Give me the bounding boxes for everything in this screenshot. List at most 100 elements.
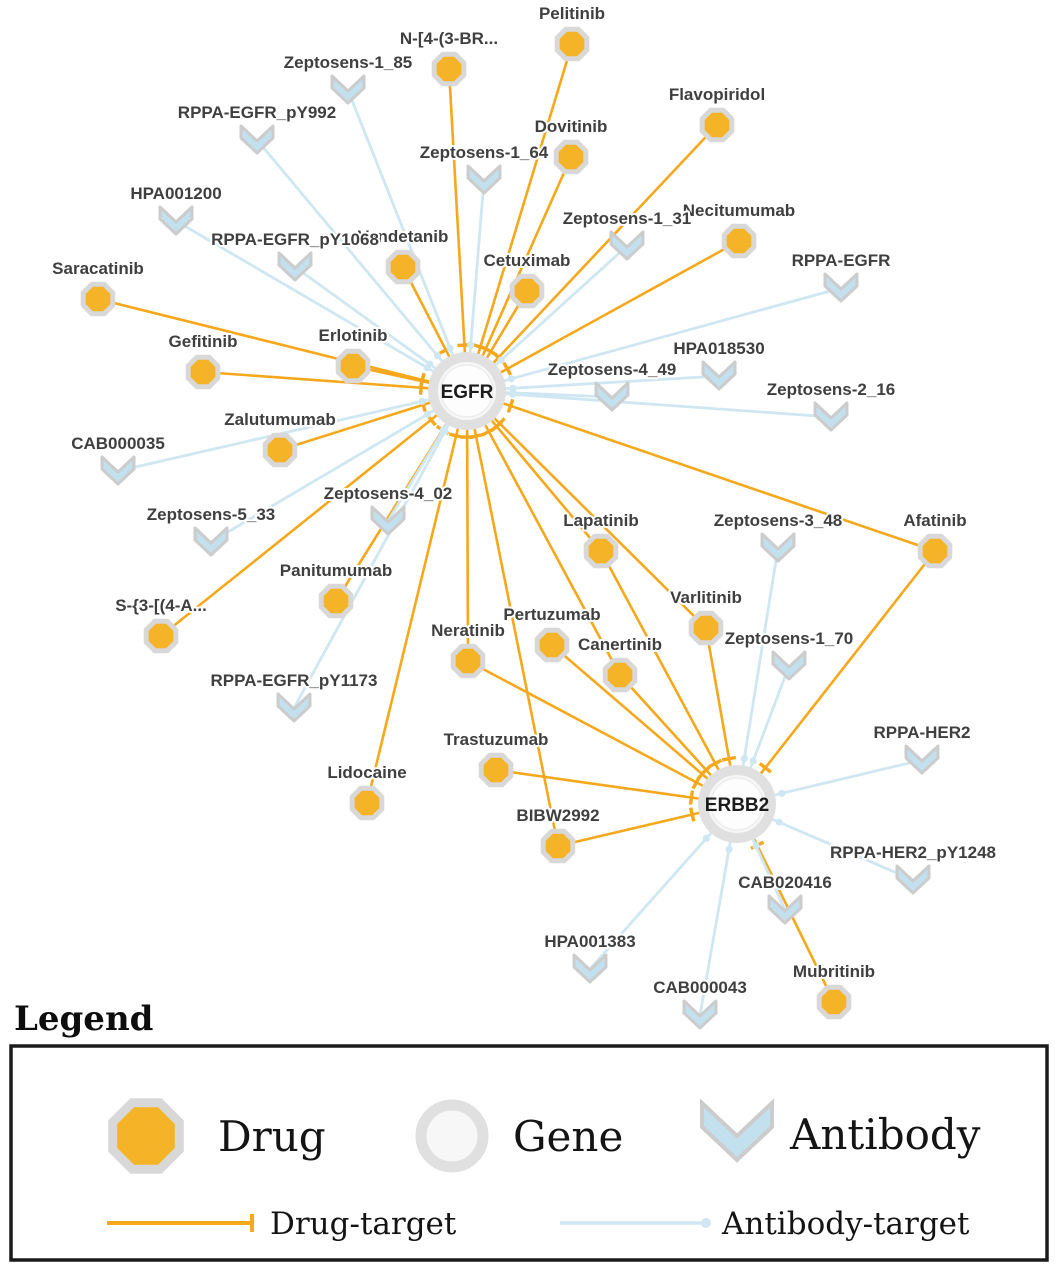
drug-node-varlitinib[interactable]: [688, 610, 724, 646]
antibody-node-rppa-egfr-py1173[interactable]: [276, 692, 312, 723]
drug-node-vandetanib[interactable]: [385, 249, 421, 285]
antibody-node-rppa-egfr-py1068[interactable]: [277, 251, 313, 282]
drug-node-zalutumumab[interactable]: [262, 432, 298, 468]
antibody-node-cab020416[interactable]: [767, 894, 803, 925]
edge-drug-target: [599, 550, 739, 805]
gene-label-egfr: EGFR: [441, 382, 494, 403]
drug-label-necitumumab: Necitumumab: [683, 201, 795, 220]
drug-node-cetuximab[interactable]: [509, 273, 545, 309]
antibody-node-rppa-her2[interactable]: [904, 744, 940, 775]
antibody-target-dot-marker: [441, 427, 449, 435]
drug-node-n-4-3-br[interactable]: [431, 51, 467, 87]
antibody-node-rppa-egfr-py992[interactable]: [239, 124, 275, 155]
edge-drug-target: [551, 644, 738, 805]
drug-node-necitumumab[interactable]: [721, 223, 757, 259]
antibody-target-dot-marker: [446, 344, 454, 352]
drug-node-panitumumab[interactable]: [318, 583, 354, 619]
drug-node-lidocaine[interactable]: [349, 785, 385, 821]
drug-target-tee-marker: [721, 755, 737, 762]
antibody-label-rppa-egfr-py1068: RPPA-EGFR_pY1068: [211, 230, 379, 249]
drug-label-pertuzumab: Pertuzumab: [503, 605, 600, 624]
edge-drug-target: [466, 124, 718, 392]
antibody-node-rppa-her2-py1248[interactable]: [895, 864, 931, 895]
gene-legend-icon: [415, 1099, 489, 1173]
antibody-node-zeptosens-3-48[interactable]: [760, 532, 796, 563]
drug-label-varlitinib: Varlitinib: [670, 588, 742, 607]
drug-node-mubritinib[interactable]: [816, 984, 852, 1020]
edge-antibody-target: [346, 89, 469, 392]
node-labels-layer: EGFRERBB2PelitinibN-[4-(3-BR...Flavopiri…: [50, 2, 998, 999]
antibody-node-zeptosens-1-31[interactable]: [609, 230, 645, 261]
nodes-layer: [80, 26, 953, 1030]
antibody-label-zeptosens-2-16: Zeptosens-2_16: [767, 380, 896, 399]
drug-label-dovitinib: Dovitinib: [535, 117, 608, 136]
drug-node-pelitinib[interactable]: [554, 26, 590, 62]
drug-label-neratinib: Neratinib: [431, 621, 505, 640]
drug-label-vandetanib: Vandetanib: [358, 227, 449, 246]
drug-node-trastuzumab[interactable]: [478, 752, 514, 788]
edge-drug-target: [466, 389, 936, 553]
edge-antibody-target: [466, 286, 842, 393]
drug-node-pertuzumab[interactable]: [534, 627, 570, 663]
antibody-target-dot-marker: [418, 397, 426, 405]
drug-node-erlotinib[interactable]: [335, 348, 371, 384]
drug-node-dovitinib[interactable]: [553, 139, 589, 175]
antibody-label-zeptosens-1-70: Zeptosens-1_70: [725, 629, 854, 648]
antibody-target-dot-marker: [778, 789, 786, 798]
edge-drug-target: [495, 768, 738, 806]
antibody-node-zeptosens-4-02[interactable]: [370, 505, 406, 536]
antibody-legend-icon: [700, 1098, 774, 1163]
drug-target-tee-marker: [483, 346, 498, 357]
drug-node-lapatinib[interactable]: [583, 533, 619, 569]
antibody-node-zeptosens-2-16[interactable]: [813, 401, 849, 432]
antibody-target-dot-marker: [752, 842, 760, 850]
edge-drug-target: [202, 370, 468, 393]
drug-node-gefitinib[interactable]: [185, 354, 221, 390]
drug-node-flavopiridol[interactable]: [699, 107, 735, 143]
antibody-label-zeptosens-5-33: Zeptosens-5_33: [147, 505, 276, 524]
antibody-target-dot: [701, 1218, 711, 1228]
antibody-target-dot-marker: [749, 757, 757, 765]
antibody-target-label: Antibody-target: [721, 1206, 970, 1242]
antibody-label-rppa-her2: RPPA-HER2: [874, 723, 971, 742]
antibody-node-hpa018530[interactable]: [701, 360, 737, 391]
drug-label-pelitinib: Pelitinib: [539, 4, 605, 23]
edge-drug-target: [466, 390, 707, 629]
antibody-target-dot-marker: [507, 375, 515, 383]
antibody-node-cab000043[interactable]: [682, 999, 718, 1030]
edge-drug-target: [160, 389, 468, 638]
drug-node-s-3-4-a[interactable]: [143, 618, 179, 654]
antibody-node-cab000035[interactable]: [100, 455, 136, 486]
drug-node-bibw2992[interactable]: [540, 828, 576, 864]
drug-label-canertinib: Canertinib: [578, 635, 662, 654]
drug-label-gefitinib: Gefitinib: [169, 332, 238, 351]
antibody-target-dot-marker: [509, 390, 517, 398]
edge-drug-target: [735, 550, 937, 805]
drug-node-saracatinib[interactable]: [80, 281, 116, 317]
drug-label-panitumumab: Panitumumab: [280, 561, 392, 580]
antibody-node-hpa001200[interactable]: [158, 205, 194, 236]
drug-label-n-4-3-br: N-[4-(3-BR...: [400, 29, 498, 48]
antibody-node-zeptosens-4-49[interactable]: [594, 381, 630, 412]
drug-node-afatinib[interactable]: [917, 533, 953, 569]
edge-drug-target: [465, 43, 574, 392]
gene-node-inner-erbb2: [710, 777, 764, 831]
drug-label-flavopiridol: Flavopiridol: [669, 85, 765, 104]
drug-label-s-3-4-a: S-{3-[(4-A...: [115, 596, 207, 615]
edge-antibody-target: [255, 139, 469, 392]
antibody-node-zeptosens-1-70[interactable]: [771, 650, 807, 681]
antibody-node-zeptosens-1-85[interactable]: [330, 74, 366, 105]
antibody-label-zeptosens-1-31: Zeptosens-1_31: [563, 209, 692, 228]
drug-label-mubritinib: Mubritinib: [793, 962, 875, 981]
drug-node-neratinib[interactable]: [450, 643, 486, 679]
antibody-node-hpa001383[interactable]: [572, 953, 608, 984]
antibody-node-zeptosens-1-64[interactable]: [466, 164, 502, 195]
edge-drug-target: [465, 156, 573, 392]
antibody-label-cab020416: CAB020416: [738, 873, 832, 892]
antibody-label-cab000035: CAB000035: [71, 434, 165, 453]
antibody-node-zeptosens-5-33[interactable]: [193, 526, 229, 557]
drug-node-canertinib[interactable]: [602, 657, 638, 693]
antibody-node-rppa-egfr[interactable]: [823, 272, 859, 303]
antibody-target-dot-marker: [433, 352, 442, 360]
drug-target-tee-marker: [506, 398, 515, 414]
